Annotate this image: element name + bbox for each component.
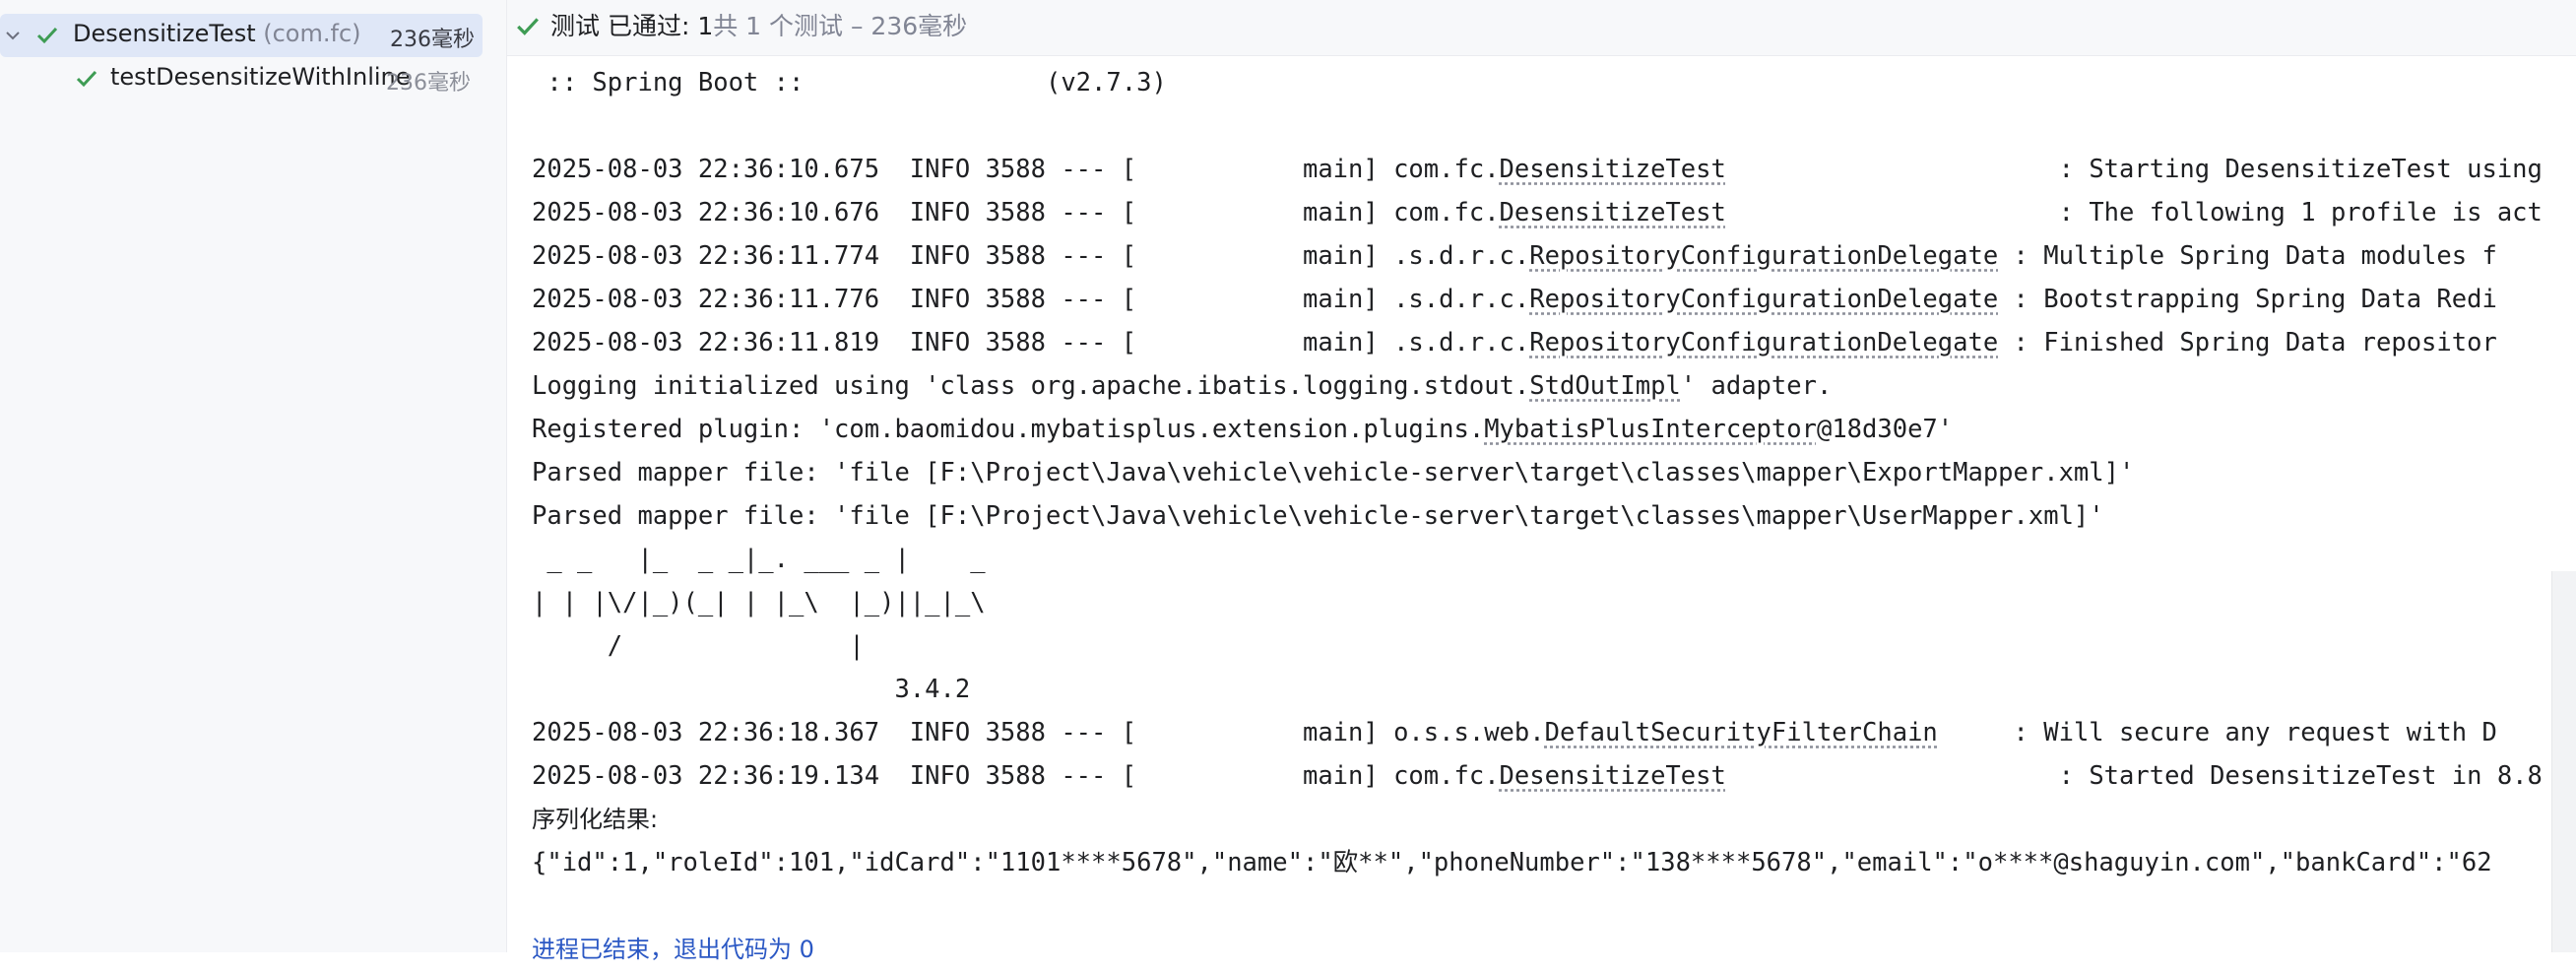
log-prefix: 2025-08-03 22:36:11.774 INFO 3588 --- [ … <box>532 241 1530 271</box>
log-prefix: 2025-08-03 22:36:10.676 INFO 3588 --- [ … <box>532 198 1500 227</box>
log-message: : Started DesensitizeTest in 8.8 <box>2058 761 2543 791</box>
log-pad <box>1998 285 2013 314</box>
test-tree-panel: DesensitizeTest (com.fc) 236毫秒 testDesen… <box>0 0 507 952</box>
log-pad <box>1998 328 2013 357</box>
exit-code-line: 进程已结束，退出代码为 0 <box>532 936 814 963</box>
duration-label: 236毫秒 <box>386 71 471 96</box>
console-line: 2025-08-03 22:36:19.134 INFO 3588 --- [ … <box>532 756 2543 800</box>
console-line: 序列化结果: <box>532 806 659 833</box>
tree-item-label: DesensitizeTest (com.fc) <box>73 20 361 47</box>
log-text: Logging initialized using 'class org.apa… <box>532 371 1530 401</box>
log-pad <box>1726 198 2059 227</box>
class-name: DesensitizeTest <box>73 20 256 47</box>
status-label: 测试 已通过: <box>550 12 690 40</box>
log-pad <box>1998 241 2013 271</box>
console-line: 2025-08-03 22:36:11.774 INFO 3588 --- [ … <box>532 236 2497 280</box>
log-message: : Finished Spring Data repositor <box>2013 328 2497 357</box>
console-line: {"id":1,"roleId":101,"idCard":"1101****5… <box>532 848 2492 877</box>
console-line: Parsed mapper file: 'file [F:\Project\Ja… <box>532 501 2104 531</box>
test-status-text: 测试 已通过: 1共 1 个测试 – 236毫秒 <box>550 8 967 45</box>
log-message: : Will secure any request with D <box>2013 718 2497 747</box>
log-prefix: 2025-08-03 22:36:19.134 INFO 3588 --- [ … <box>532 761 1500 791</box>
console-output[interactable]: :: Spring Boot :: (v2.7.3) 2025-08-03 22… <box>532 63 2576 963</box>
tree-item-desensitize-test[interactable]: DesensitizeTest (com.fc) 236毫秒 <box>0 14 483 57</box>
log-prefix: 2025-08-03 22:36:18.367 INFO 3588 --- [ … <box>532 718 1545 747</box>
check-icon <box>76 70 97 88</box>
ascii-banner-line: _ _ |_ _ _|_. ___ _ | _ <box>532 545 986 574</box>
ascii-banner-line: | | |\/|_)(_| | |_\ |_)||_|_\ <box>532 588 986 617</box>
log-pad <box>1726 761 2059 791</box>
console-panel: 测试 已通过: 1共 1 个测试 – 236毫秒 :: Spring Boot … <box>507 0 2576 963</box>
log-class-link[interactable]: RepositoryConfigurationDelegate <box>1529 285 1999 314</box>
vertical-scrollbar[interactable] <box>2551 571 2576 952</box>
log-class-link[interactable]: MybatisPlusInterceptor <box>1484 415 1817 444</box>
log-class-link[interactable]: StdOutImpl <box>1529 371 1681 401</box>
console-line: 2025-08-03 22:36:18.367 INFO 3588 --- [ … <box>532 713 2497 756</box>
log-message: : Starting DesensitizeTest using <box>2058 155 2543 184</box>
duration-label: 236毫秒 <box>390 28 475 52</box>
console-line: Registered plugin: 'com.baomidou.mybatis… <box>532 410 1953 453</box>
log-class-link[interactable]: RepositoryConfigurationDelegate <box>1529 241 1999 271</box>
package-name: (com.fc) <box>263 20 361 47</box>
console-line: Logging initialized using 'class org.apa… <box>532 366 1832 410</box>
console-line: 2025-08-03 22:36:11.776 INFO 3588 --- [ … <box>532 280 2497 323</box>
log-class-link[interactable]: RepositoryConfigurationDelegate <box>1529 328 1999 357</box>
check-icon <box>36 27 58 44</box>
log-text: Registered plugin: 'com.baomidou.mybatis… <box>532 415 1485 444</box>
test-method-label: testDesensitizeWithInline <box>110 63 411 91</box>
passed-count: 1 <box>697 12 714 40</box>
console-line: Parsed mapper file: 'file [F:\Project\Ja… <box>532 458 2135 487</box>
log-prefix: 2025-08-03 22:36:11.819 INFO 3588 --- [ … <box>532 328 1530 357</box>
log-prefix: 2025-08-03 22:36:10.675 INFO 3588 --- [ … <box>532 155 1500 184</box>
check-icon <box>517 18 539 35</box>
test-status-bar: 测试 已通过: 1共 1 个测试 – 236毫秒 <box>507 0 2576 56</box>
log-class-link[interactable]: DesensitizeTest <box>1499 155 1726 184</box>
console-line: 2025-08-03 22:36:10.675 INFO 3588 --- [ … <box>532 150 2543 193</box>
log-text: @18d30e7' <box>1816 415 1954 444</box>
log-message: : Multiple Spring Data modules f <box>2013 241 2497 271</box>
log-pad <box>1726 155 2059 184</box>
log-text: ' adapter. <box>1680 371 1833 401</box>
console-line: :: Spring Boot :: (v2.7.3) <box>532 68 1167 97</box>
log-prefix: 2025-08-03 22:36:11.776 INFO 3588 --- [ … <box>532 285 1530 314</box>
log-class-link[interactable]: DesensitizeTest <box>1499 198 1726 227</box>
chevron-down-icon[interactable] <box>4 27 22 44</box>
ascii-banner-line: / | <box>532 631 865 661</box>
status-meta: 共 1 个测试 – 236毫秒 <box>713 12 968 40</box>
log-class-link[interactable]: DesensitizeTest <box>1499 761 1726 791</box>
tree-item-test-method[interactable]: testDesensitizeWithInline 236毫秒 <box>0 57 506 100</box>
log-pad <box>1938 718 2014 747</box>
console-line: 2025-08-03 22:36:11.819 INFO 3588 --- [ … <box>532 323 2497 366</box>
log-message: : Bootstrapping Spring Data Redi <box>2013 285 2497 314</box>
ascii-banner-line: 3.4.2 <box>532 675 971 704</box>
log-message: : The following 1 profile is act <box>2058 198 2543 227</box>
console-line: 2025-08-03 22:36:10.676 INFO 3588 --- [ … <box>532 193 2543 236</box>
log-class-link[interactable]: DefaultSecurityFilterChain <box>1544 718 1938 747</box>
